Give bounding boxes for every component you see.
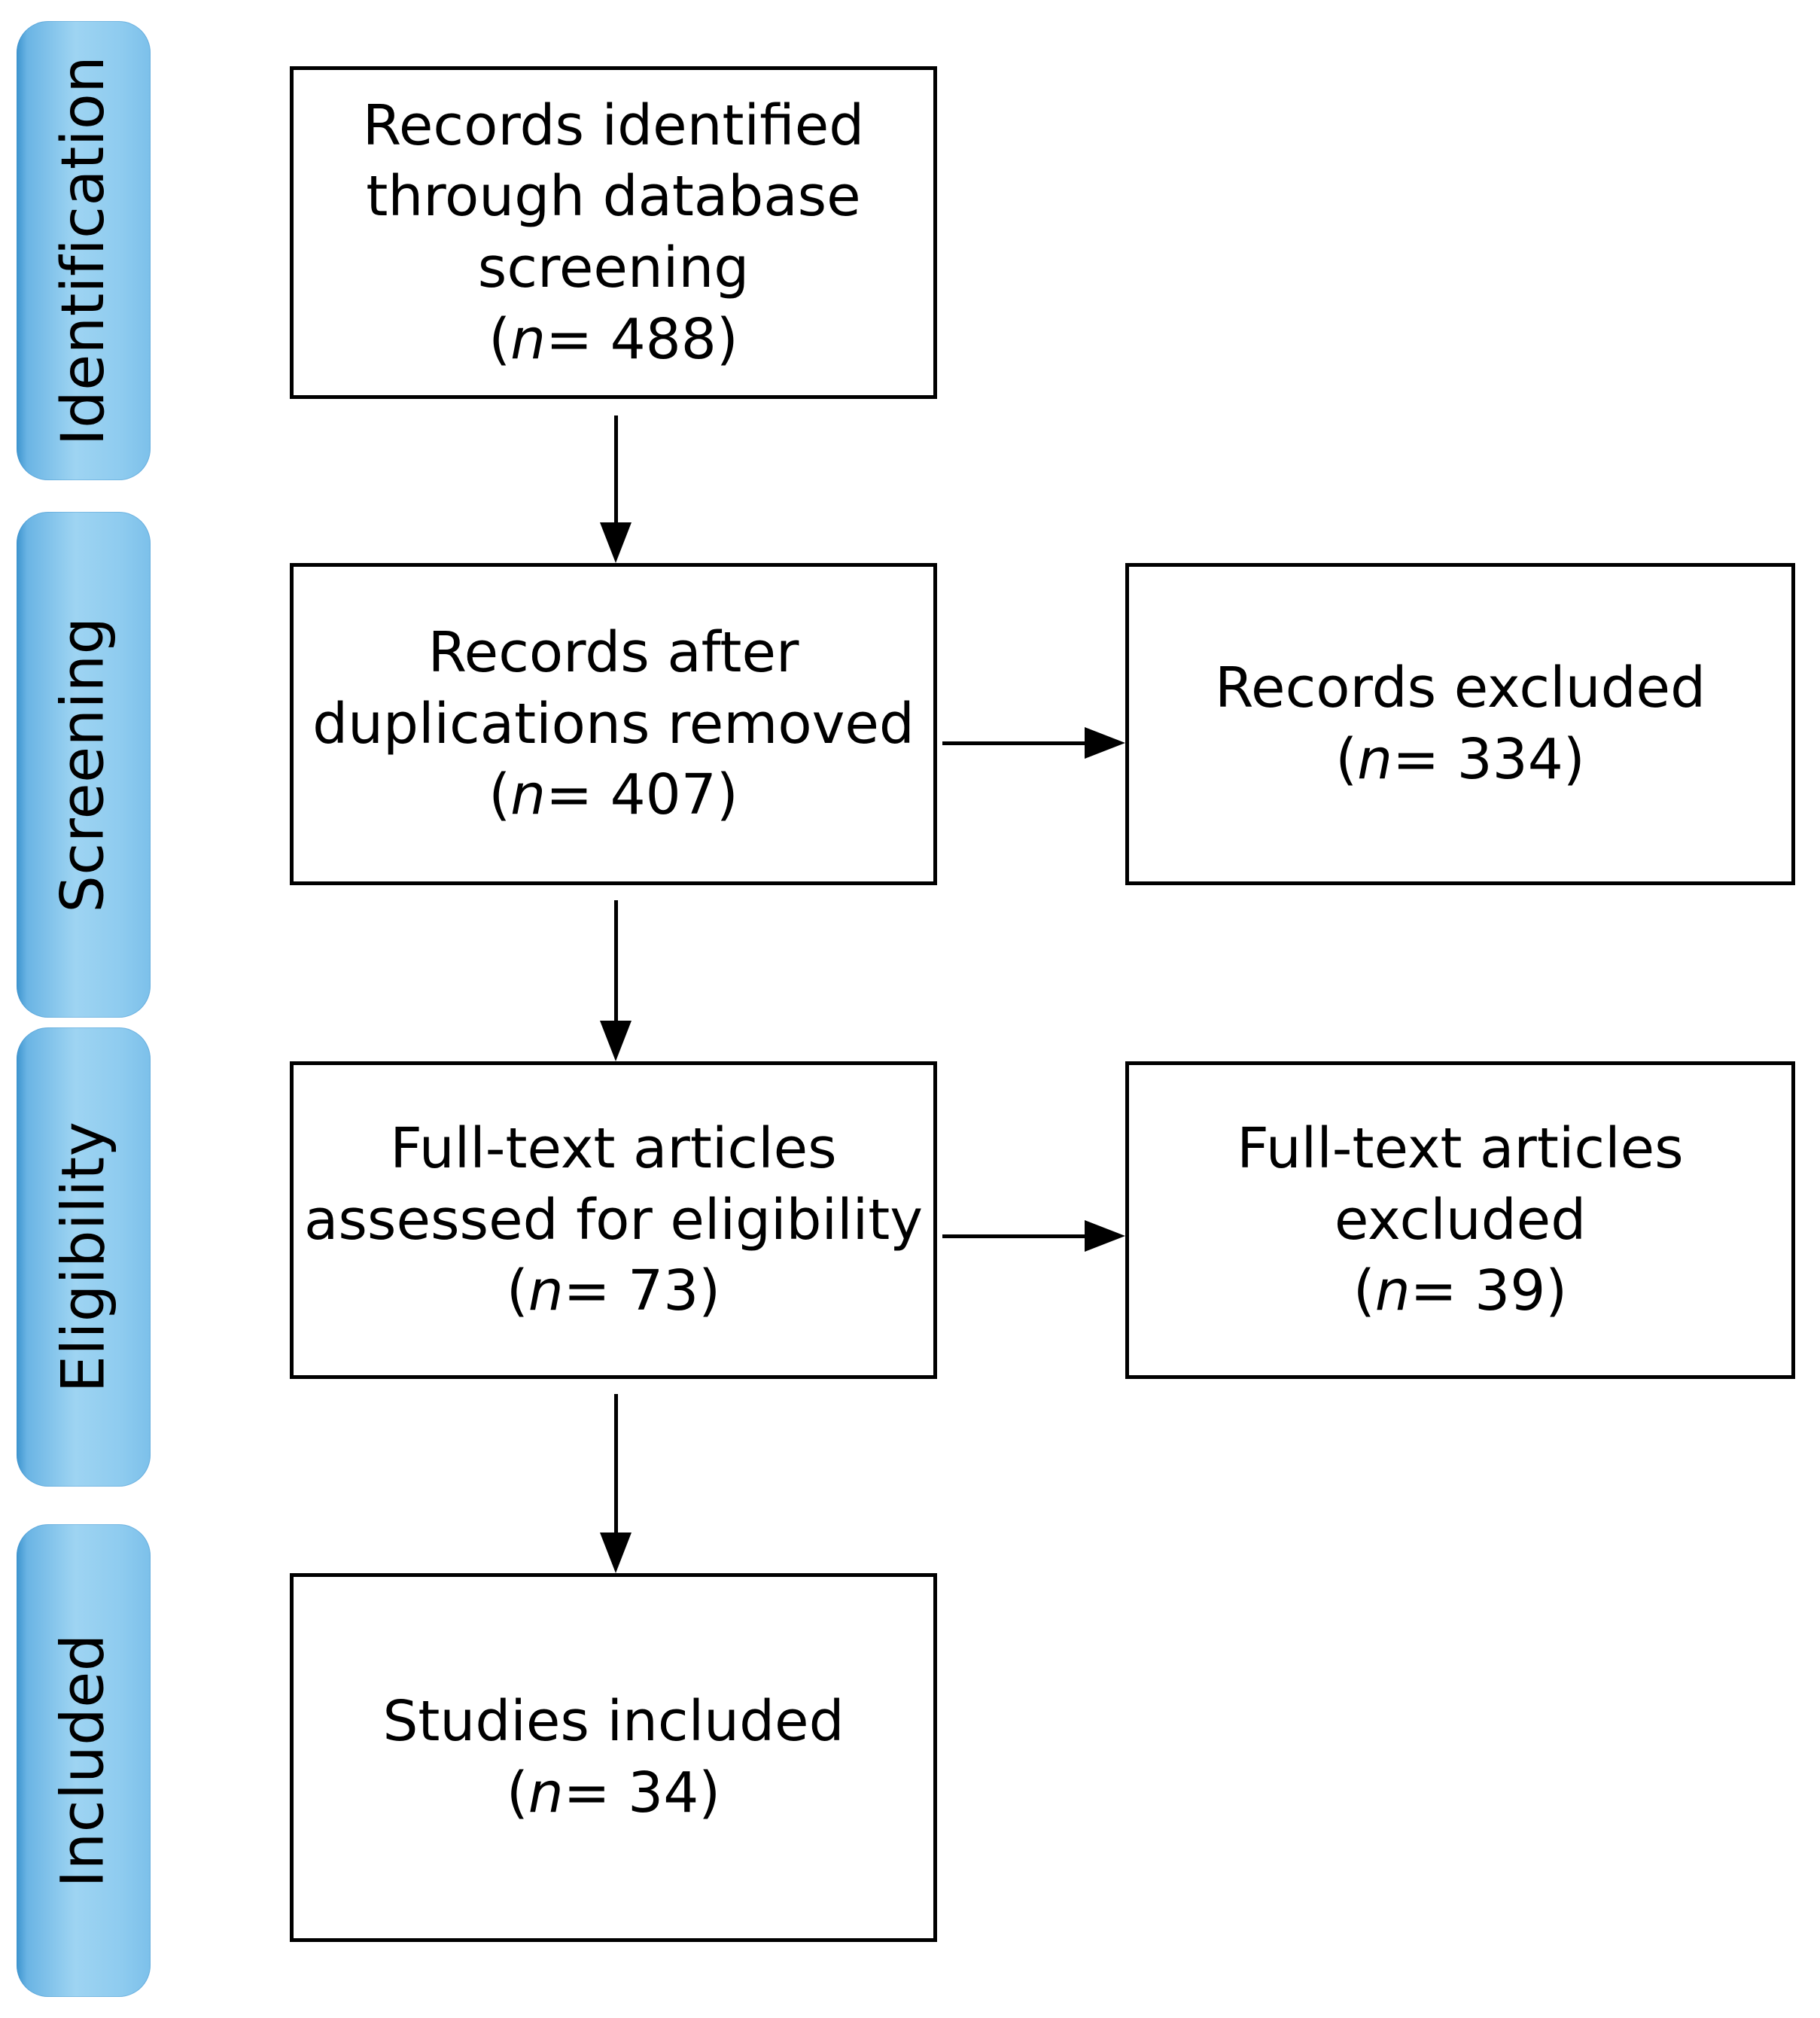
arrow-shaft: [614, 415, 618, 522]
paren-open: (: [1335, 727, 1358, 792]
box-count-after-duplicates: (n= 407): [488, 759, 738, 831]
stage-label-included: Included: [50, 1633, 118, 1888]
box-count-identified: (n= 488): [488, 304, 738, 376]
arrow-shaft: [942, 1234, 1085, 1238]
arrow-down-after-duplicates-to-fulltext-assessed: [593, 900, 638, 1061]
arrow-right-after-duplicates-to-records-excluded: [942, 720, 1125, 766]
box-records-identified: Records identified through database scre…: [290, 66, 937, 399]
count-value: = 488): [546, 306, 738, 372]
count-value: = 73): [563, 1259, 721, 1324]
n-symbol: n: [1374, 1259, 1411, 1324]
arrow-down-identified-to-after-duplicates: [593, 415, 638, 563]
box-text-line: Full-text articles: [1237, 1116, 1684, 1181]
box-text-line: Records excluded: [1214, 656, 1706, 721]
arrow-shaft: [614, 1394, 618, 1533]
box-studies-included: Studies included (n= 34): [290, 1573, 937, 1942]
stage-pill-included: Included: [17, 1524, 151, 1997]
box-text-line: screening: [477, 236, 750, 300]
arrow-head-right-icon: [1085, 727, 1125, 759]
box-count-fulltext-excluded: (n= 39): [1353, 1256, 1567, 1327]
box-text-line: Records identified: [362, 93, 865, 158]
arrow-right-fulltext-assessed-to-fulltext-excluded: [942, 1213, 1125, 1259]
n-symbol: n: [528, 1761, 564, 1825]
paren-open: (: [488, 306, 511, 372]
box-text-line: duplications removed: [312, 691, 915, 756]
count-value: = 39): [1410, 1259, 1568, 1324]
box-text-line: Studies included: [382, 1689, 845, 1755]
box-text-line: through database: [366, 164, 861, 230]
box-text-line: assessed for eligibility: [303, 1187, 924, 1252]
count-value: = 407): [546, 762, 738, 828]
box-text-line: excluded: [1334, 1187, 1587, 1252]
paren-open: (: [488, 762, 511, 828]
count-value: = 34): [563, 1761, 721, 1825]
paren-open: (: [506, 1259, 528, 1324]
box-fulltext-articles-excluded: Full-text articles excluded (n= 39): [1125, 1061, 1795, 1379]
arrow-shaft: [614, 900, 618, 1021]
arrow-shaft: [942, 741, 1085, 745]
paren-open: (: [1353, 1259, 1375, 1324]
box-fulltext-articles-assessed: Full-text articles assessed for eligibil…: [290, 1061, 937, 1379]
n-symbol: n: [510, 306, 546, 372]
count-value: = 334): [1392, 727, 1585, 792]
arrow-down-fulltext-assessed-to-studies-included: [593, 1394, 638, 1573]
n-symbol: n: [510, 762, 546, 828]
arrow-head-right-icon: [1085, 1220, 1125, 1252]
box-text-line: Full-text articles: [390, 1116, 837, 1181]
arrow-head-down-icon: [600, 1021, 632, 1061]
box-count-studies-included: (n= 34): [507, 1758, 720, 1829]
arrow-head-down-icon: [600, 522, 632, 563]
stage-label-eligibility: Eligibility: [50, 1121, 118, 1393]
box-records-excluded: Records excluded (n= 334): [1125, 563, 1795, 885]
n-symbol: n: [528, 1259, 564, 1324]
box-text-line: Records after: [428, 619, 799, 685]
stage-label-identification: Identification: [50, 55, 118, 446]
stage-label-screening: Screening: [50, 616, 117, 913]
stage-pill-identification: Identification: [17, 21, 151, 480]
paren-open: (: [506, 1761, 528, 1825]
box-count-records-excluded: (n= 334): [1335, 724, 1584, 796]
box-count-fulltext-assessed: (n= 73): [507, 1256, 720, 1327]
n-symbol: n: [1357, 727, 1393, 792]
arrow-head-down-icon: [600, 1533, 632, 1573]
stage-pill-screening: Screening: [17, 512, 151, 1018]
stage-pill-eligibility: Eligibility: [17, 1027, 151, 1487]
box-records-after-duplications-removed: Records after duplications removed (n= 4…: [290, 563, 937, 885]
